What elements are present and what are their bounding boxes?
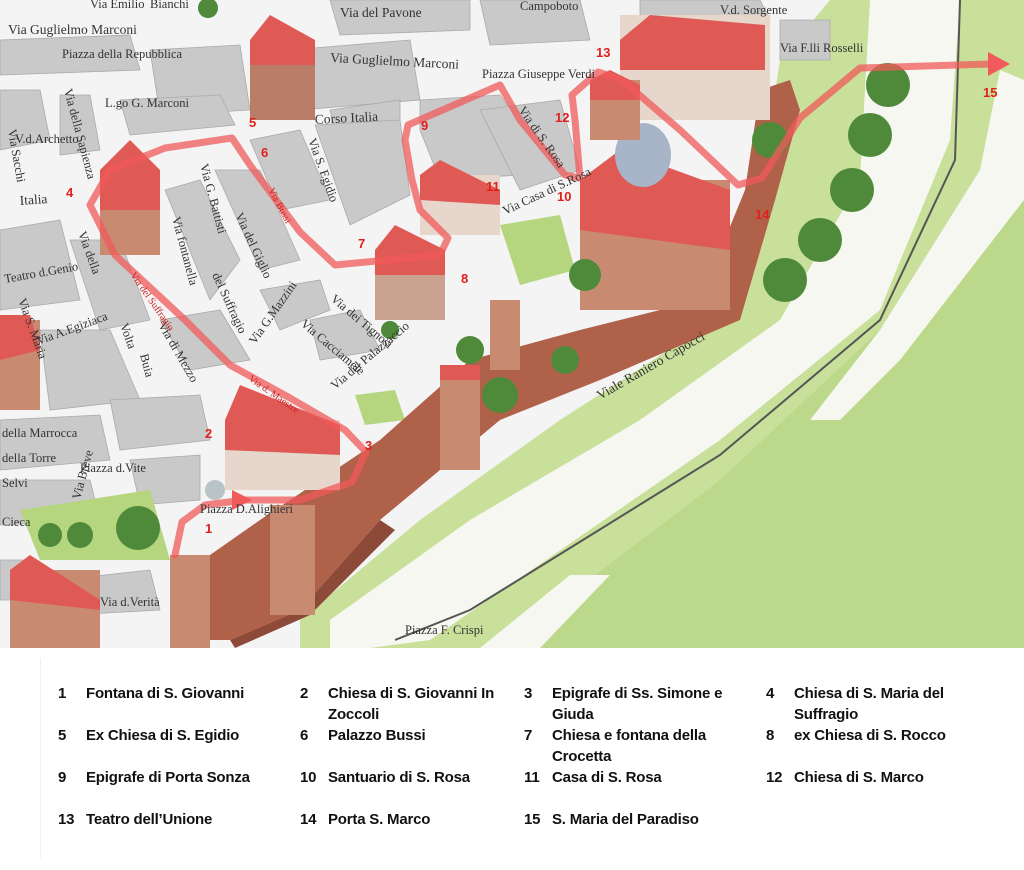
route-arrowhead (988, 52, 1010, 76)
legend-number: 1 (58, 685, 67, 702)
route-markers: 1 2 3 4 5 6 7 8 9 10 11 12 13 14 15 (66, 45, 997, 536)
legend-number: 3 (524, 685, 533, 702)
marker-11[interactable]: 11 (486, 179, 500, 194)
legend-label: Casa di S. Rosa (552, 769, 662, 786)
city-wall (170, 80, 800, 648)
street-label: della Marrocca (2, 426, 78, 440)
street-label: della Torre (2, 451, 57, 465)
marker-4[interactable]: 4 (66, 185, 74, 200)
street-label: Via Emilio (90, 0, 144, 11)
lower-road (480, 575, 610, 648)
legend-label: Porta S. Marco (328, 811, 431, 828)
marker-6[interactable]: 6 (261, 145, 268, 160)
legend-label: Teatro dell’Unione (86, 811, 213, 828)
legend-number: 13 (58, 811, 75, 828)
street-label: Via Guglielmo Marconi (8, 22, 137, 37)
legend-label: Epigrafe di Ss. Simone e Giuda (552, 685, 723, 723)
street-label: L.go G. Marconi (105, 96, 190, 110)
ring-road-line (394, 0, 961, 641)
legend-label: Chiesa di S. Marco (794, 769, 924, 786)
side-road (810, 70, 1024, 420)
street-label: V.d.Archetto (15, 132, 79, 146)
legend-label: Epigrafe di Porta Sonza (86, 769, 250, 786)
legend-number: 4 (766, 685, 775, 702)
route-start-arrow (232, 490, 252, 510)
landmark-buildings (0, 15, 770, 648)
marker-8[interactable]: 8 (461, 271, 468, 286)
street-label: V.d. Sorgente (720, 3, 788, 17)
legend-number: 15 (524, 811, 541, 828)
legend-number: 6 (300, 727, 309, 744)
legend-label: Ex Chiesa di S. Egidio (86, 727, 240, 744)
legend-number: 5 (58, 727, 67, 744)
legend-number: 10 (300, 769, 317, 786)
fountain (205, 480, 225, 500)
street-label: Piazza d.Vite (80, 461, 146, 475)
street-label: Buia (137, 352, 157, 379)
legend-label: ex Chiesa di S. Rocco (794, 727, 946, 744)
legend-label: Fontana di S. Giovanni (86, 685, 245, 702)
building-blocks (0, 0, 831, 616)
marker-3[interactable]: 3 (365, 438, 372, 453)
marker-1[interactable]: 1 (205, 521, 212, 536)
street-label: Selvi (2, 476, 28, 490)
street-label: Piazza Giuseppe Verdi (482, 67, 595, 81)
marker-15[interactable]: 15 (983, 85, 997, 100)
street-label: Piazza della Repubblica (62, 47, 183, 61)
trees (38, 0, 910, 550)
legend-number: 8 (766, 727, 775, 744)
legend-number: 9 (58, 769, 67, 786)
marker-13[interactable]: 13 (596, 45, 610, 60)
divider (40, 658, 41, 858)
marker-10[interactable]: 10 (557, 189, 571, 204)
street-label: Via del Pavone (340, 5, 422, 20)
street-label: Corso Italia (314, 109, 378, 127)
street-label: Campoboto (520, 0, 578, 13)
street-label: Via F.lli Rosselli (780, 41, 864, 55)
street-label: Cieca (2, 515, 31, 529)
legend-label: Chiesa di S. Giovanni In Zoccoli (328, 685, 495, 723)
legend-label: Chiesa e fontana della Crocetta (552, 727, 706, 765)
legend-number: 14 (300, 811, 317, 828)
street-label: Piazza D.Alighieri (200, 502, 294, 516)
marker-12[interactable]: 12 (555, 110, 569, 125)
street-label: Via d.Verità (100, 595, 160, 609)
garden (500, 215, 575, 285)
legend-number: 7 (524, 727, 533, 744)
street-label: Via Guglielmo Marconi (330, 50, 460, 72)
marker-5[interactable]: 5 (249, 115, 256, 130)
street-label: Italia (19, 191, 48, 208)
park-outer (500, 150, 1024, 648)
legend-label: Santuario di S. Rosa (328, 769, 470, 786)
legend: 1 Fontana di S. Giovanni 2 Chiesa di S. Gio… (0, 648, 1024, 870)
green-square (355, 390, 405, 425)
city-map[interactable]: 1 2 3 4 5 6 7 8 9 10 11 12 13 14 15 Via … (0, 0, 1024, 648)
street-label: Bianchi (150, 0, 189, 11)
walking-route (86, 60, 994, 559)
marker-2[interactable]: 2 (205, 426, 212, 441)
marker-9[interactable]: 9 (421, 118, 428, 133)
legend-number: 12 (766, 769, 783, 786)
legend-number: 2 (300, 685, 309, 702)
street-label: Piazza F. Crispi (405, 623, 484, 637)
legend-number: 11 (524, 769, 540, 786)
legend-label: S. Maria del Paradiso (552, 811, 699, 828)
legend-label: Palazzo Bussi (328, 727, 426, 744)
legend-label: Chiesa di S. Maria del Suffragio (794, 685, 944, 723)
marker-7[interactable]: 7 (358, 236, 365, 251)
marker-14[interactable]: 14 (755, 207, 770, 222)
